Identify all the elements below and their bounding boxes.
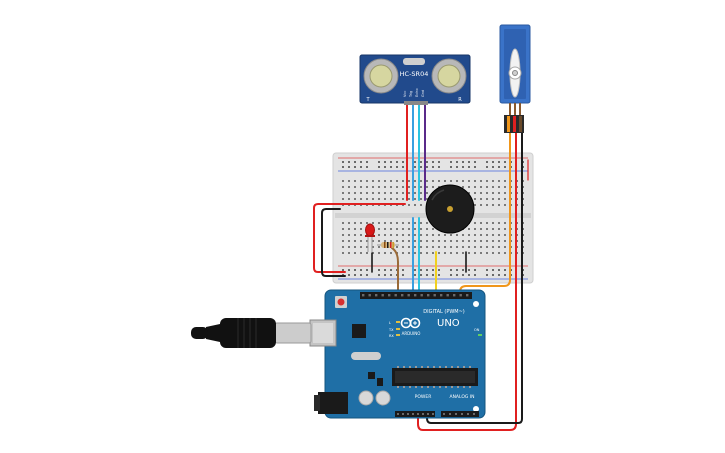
digital-label: DIGITAL (PWM~) (423, 309, 465, 315)
wire-power-black (321, 208, 346, 277)
servo-motor-icon (499, 24, 531, 133)
sensor-right-mark: R (458, 97, 462, 103)
arduino-logo-icon (400, 317, 421, 329)
analog-label: ANALOG IN (449, 394, 474, 400)
resistor-icon (377, 242, 399, 248)
usb-cable-icon (191, 318, 312, 348)
wire-servo-signal (459, 131, 511, 293)
sensor-pin-vcc: Vcc (403, 91, 407, 97)
board-rx-label: RX (389, 334, 394, 338)
power-label: POWER (415, 394, 432, 400)
wire-led-signal (391, 247, 399, 295)
board-model-label: UNO (437, 318, 460, 329)
board-brand-label: ARDUINO (402, 331, 421, 336)
board-on-label: ON (474, 328, 480, 332)
red-led-icon (365, 223, 375, 252)
arduino-board: DIGITAL (PWM~) UNO ARDUINO L TX RX ON (309, 289, 486, 419)
bottom-header-pins (397, 413, 475, 415)
sensor-pin-trig: Trig (409, 91, 413, 98)
ultrasonic-sensor-icon: HC-SR04 T R Vcc Trig Echo Gnd (359, 54, 471, 105)
wire-servo-power (417, 131, 517, 431)
wire-power-red (313, 203, 406, 273)
board-l-label: L (389, 321, 391, 325)
wires (313, 103, 529, 431)
ic-pins (397, 366, 471, 388)
sensor-pin-echo: Echo (415, 89, 419, 98)
sensor-left-mark: T (365, 97, 370, 103)
board-tx-label: TX (388, 328, 394, 332)
sensor-model-label: HC-SR04 (400, 70, 429, 78)
wire-servo-ground (426, 131, 523, 424)
piezo-buzzer-icon (425, 184, 475, 234)
sensor-pin-gnd: Gnd (421, 90, 425, 97)
digital-header-pins (362, 294, 469, 297)
